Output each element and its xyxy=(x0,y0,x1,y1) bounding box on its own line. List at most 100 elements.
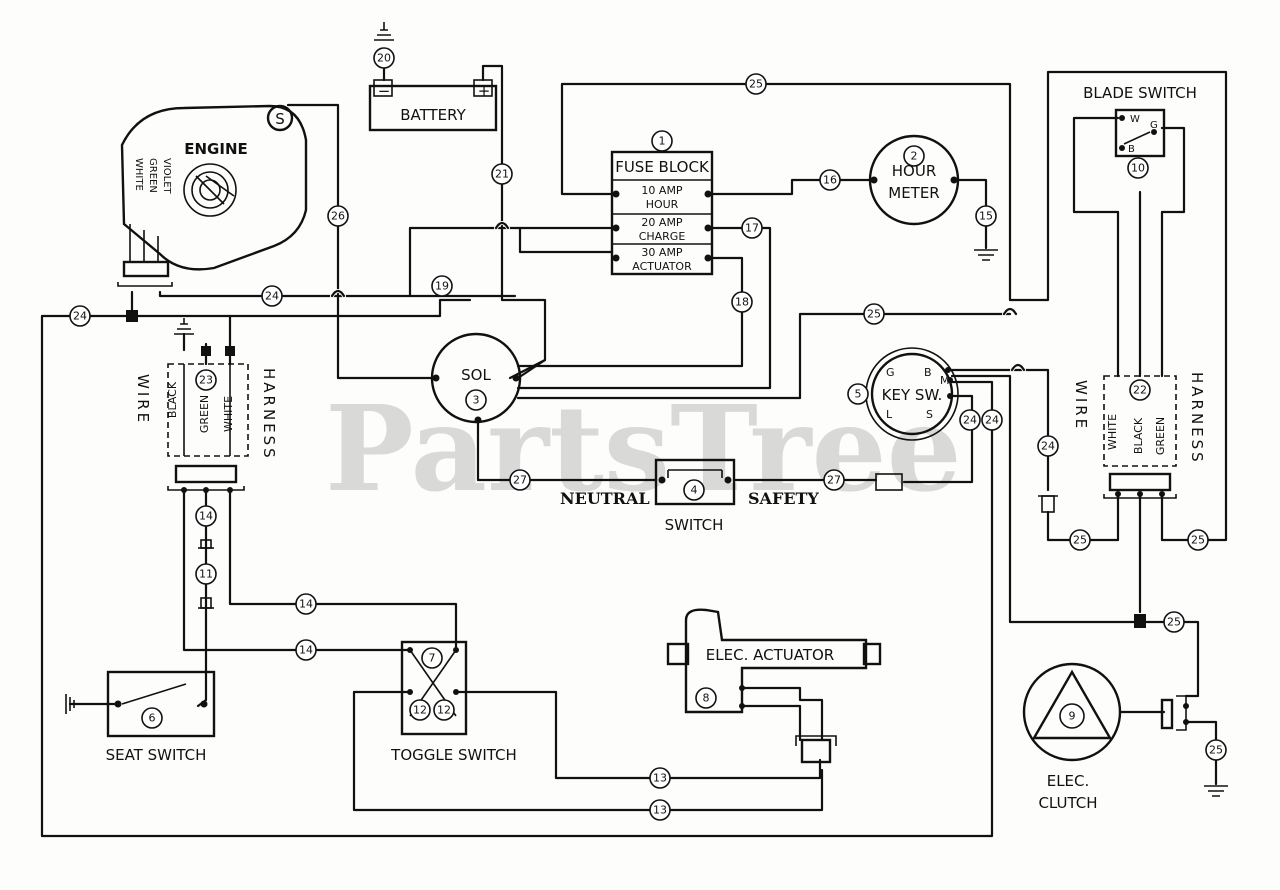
left-harness-green: GREEN xyxy=(198,395,211,433)
svg-text:25: 25 xyxy=(749,78,763,91)
svg-text:25: 25 xyxy=(867,308,881,321)
small-connectors xyxy=(198,495,1146,628)
svg-text:25: 25 xyxy=(1167,616,1181,629)
elec-clutch-label-b: CLUTCH xyxy=(1038,794,1097,812)
svg-text:4: 4 xyxy=(691,484,698,497)
bubble-24c: 24 xyxy=(959,409,981,431)
bubble-7: 7 xyxy=(421,647,443,669)
svg-text:20: 20 xyxy=(377,52,391,65)
left-wire-label: WIRE xyxy=(134,374,152,425)
svg-text:10: 10 xyxy=(1131,162,1145,175)
svg-text:24: 24 xyxy=(985,414,999,427)
blade-w: W xyxy=(1130,114,1140,125)
battery: − + BATTERY xyxy=(368,22,498,132)
engine-wire-white: WHITE xyxy=(133,158,144,191)
fuse-30-amp: 30 AMP xyxy=(641,246,683,259)
bubble-18: 18 xyxy=(731,291,753,313)
bubble-14a: 14 xyxy=(195,505,217,527)
wire-sol-fan xyxy=(516,358,547,380)
svg-text:12: 12 xyxy=(413,704,427,717)
right-harness-black: BLACK xyxy=(1132,417,1145,454)
bubble-9: 9 xyxy=(1059,703,1085,729)
svg-text:9: 9 xyxy=(1069,710,1076,723)
solenoid: SOL xyxy=(430,332,522,424)
blade-g: G xyxy=(1150,120,1158,131)
left-harness-black: BLACK xyxy=(166,381,179,418)
toggle-switch-label: TOGGLE SWITCH xyxy=(390,746,517,764)
svg-text:24: 24 xyxy=(963,414,977,427)
svg-text:7: 7 xyxy=(429,652,436,665)
hour-meter-label-b: METER xyxy=(888,184,939,202)
bubble-8: 8 xyxy=(695,687,717,709)
svg-text:27: 27 xyxy=(513,474,527,487)
right-wire-label: WIRE xyxy=(1072,380,1090,431)
wire-24-key-b xyxy=(950,380,994,398)
wire-14-mid xyxy=(182,488,412,652)
svg-text:22: 22 xyxy=(1133,384,1147,397)
right-harness-white: WHITE xyxy=(1106,414,1119,450)
key-terminal-b: B xyxy=(924,366,932,379)
wire-13-a xyxy=(454,690,822,780)
blade-switch: BLADE SWITCH W G B xyxy=(1083,84,1197,158)
bubble-17: 17 xyxy=(741,217,763,239)
key-terminal-m: M xyxy=(940,374,950,387)
bubble-22: 22 xyxy=(1129,379,1151,401)
wire-number-bubbles: 1 2 3 4 5 6 7 8 9 10 11 12 12 13 13 14 1… xyxy=(69,47,1227,821)
engine: S ENGINE WHITE GREEN VIOLET xyxy=(117,104,308,322)
bubble-13b: 13 xyxy=(649,799,671,821)
battery-label: BATTERY xyxy=(400,106,466,124)
wire-26 xyxy=(286,103,436,380)
bubble-23: 23 xyxy=(195,369,217,391)
bubble-24a: 24 xyxy=(69,305,91,327)
battery-negative: − xyxy=(378,82,391,100)
wire-21 xyxy=(481,64,547,380)
wire-17 xyxy=(516,226,772,390)
bubble-27a: 27 xyxy=(509,469,531,491)
engine-label: ENGINE xyxy=(184,140,248,158)
right-harness-label: HARNESS xyxy=(1188,372,1206,465)
svg-text:25: 25 xyxy=(1209,744,1223,757)
svg-text:23: 23 xyxy=(199,374,213,387)
wire-16 xyxy=(710,178,876,196)
svg-text:13: 13 xyxy=(653,772,667,785)
bubble-12a: 12 xyxy=(409,699,431,721)
key-terminal-l: L xyxy=(886,408,893,421)
safety-label: SAFETY xyxy=(748,489,819,508)
bubble-25f: 25 xyxy=(1205,739,1227,761)
blade-b: B xyxy=(1128,144,1135,155)
fuse-block-label: FUSE BLOCK xyxy=(615,158,710,176)
bubble-16: 16 xyxy=(819,169,841,191)
bubble-24d: 24 xyxy=(981,409,1003,431)
neutral-label: NEUTRAL xyxy=(560,489,650,508)
key-terminal-s: S xyxy=(926,408,933,421)
svg-text:24: 24 xyxy=(73,310,87,323)
bubble-14b: 14 xyxy=(295,593,317,615)
wire-25-mid xyxy=(516,312,1012,400)
svg-text:2: 2 xyxy=(911,150,918,163)
bubble-4: 4 xyxy=(683,479,705,501)
bubble-3: 3 xyxy=(465,389,487,411)
svg-text:21: 21 xyxy=(495,168,509,181)
wire-27-left xyxy=(476,420,658,482)
wire-25-clutch xyxy=(1144,620,1200,698)
bubble-20: 20 xyxy=(373,47,395,69)
wire-24-mid xyxy=(130,298,472,318)
svg-text:17: 17 xyxy=(745,222,759,235)
bubble-2: 2 xyxy=(903,145,925,167)
elec-actuator: ELEC. ACTUATOR xyxy=(666,608,882,764)
blade-switch-label: BLADE SWITCH xyxy=(1083,84,1197,102)
svg-text:13: 13 xyxy=(653,804,667,817)
fuse-hour: HOUR xyxy=(646,198,679,211)
fuse-20-amp: 20 AMP xyxy=(641,216,683,229)
wire-blade-g xyxy=(1160,126,1186,378)
hour-meter-label-a: HOUR xyxy=(892,162,937,180)
svg-text:24: 24 xyxy=(1041,440,1055,453)
svg-text:14: 14 xyxy=(299,644,313,657)
bubble-25a: 25 xyxy=(745,73,767,95)
svg-text:12: 12 xyxy=(437,704,451,717)
svg-text:14: 14 xyxy=(299,598,313,611)
bubble-24e: 24 xyxy=(1037,435,1059,457)
engine-wire-green: GREEN xyxy=(147,158,158,193)
svg-text:24: 24 xyxy=(265,290,279,303)
svg-text:15: 15 xyxy=(979,210,993,223)
